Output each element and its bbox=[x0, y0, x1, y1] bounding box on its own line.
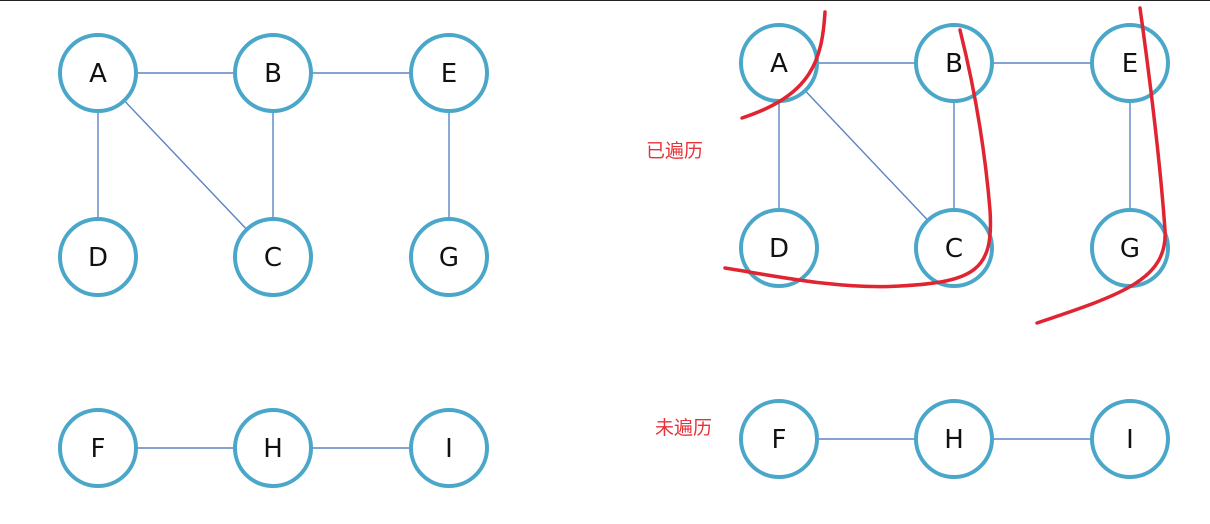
left-node-label-f: F bbox=[91, 434, 106, 464]
left-edge-a-c bbox=[123, 100, 248, 230]
left-node-g bbox=[409, 217, 489, 297]
right-node-label-c: C bbox=[945, 234, 963, 264]
right-node-h bbox=[914, 399, 994, 479]
right-node-label-h: H bbox=[944, 425, 964, 455]
left-node-label-h: H bbox=[263, 434, 283, 464]
right-node-label-b: B bbox=[945, 49, 963, 79]
right-node-label-g: G bbox=[1120, 234, 1140, 264]
left-node-label-e: E bbox=[441, 59, 457, 89]
left-node-f bbox=[58, 408, 138, 488]
left-node-label-b: B bbox=[264, 59, 282, 89]
left-node-label-d: D bbox=[88, 243, 108, 273]
right-node-label-e: E bbox=[1122, 49, 1138, 79]
left-graph: A B C D E F G H I bbox=[58, 33, 489, 488]
left-node-e bbox=[409, 33, 489, 113]
right-node-c bbox=[914, 208, 994, 288]
left-node-b bbox=[233, 33, 313, 113]
left-node-label-g: G bbox=[439, 243, 459, 273]
right-node-label-a: A bbox=[770, 49, 788, 79]
right-graph: A B C D E F G H I bbox=[739, 23, 1170, 479]
left-node-label-c: C bbox=[264, 243, 282, 273]
right-edge-a-c bbox=[804, 90, 929, 221]
right-node-label-d: D bbox=[769, 234, 789, 264]
right-node-i bbox=[1090, 399, 1170, 479]
right-node-label-i: I bbox=[1126, 425, 1134, 455]
right-node-f bbox=[739, 399, 819, 479]
marker-stroke-e-g bbox=[1035, 6, 1167, 325]
marker-stroke-a bbox=[740, 10, 827, 120]
left-node-d bbox=[58, 217, 138, 297]
annotation-visited: 已遍历 bbox=[646, 140, 703, 162]
right-node-label-f: F bbox=[772, 425, 787, 455]
left-node-label-i: I bbox=[445, 434, 453, 464]
left-node-i bbox=[409, 408, 489, 488]
left-node-c bbox=[233, 217, 313, 297]
left-node-a bbox=[58, 33, 138, 113]
left-node-h bbox=[233, 408, 313, 488]
marker-stroke-b-c bbox=[723, 28, 993, 289]
top-border-line bbox=[0, 0, 1210, 1]
left-node-label-a: A bbox=[89, 59, 107, 89]
right-node-d bbox=[739, 208, 819, 288]
annotation-unvisited: 未遍历 bbox=[655, 417, 712, 439]
red-marker-strokes bbox=[723, 6, 1167, 325]
